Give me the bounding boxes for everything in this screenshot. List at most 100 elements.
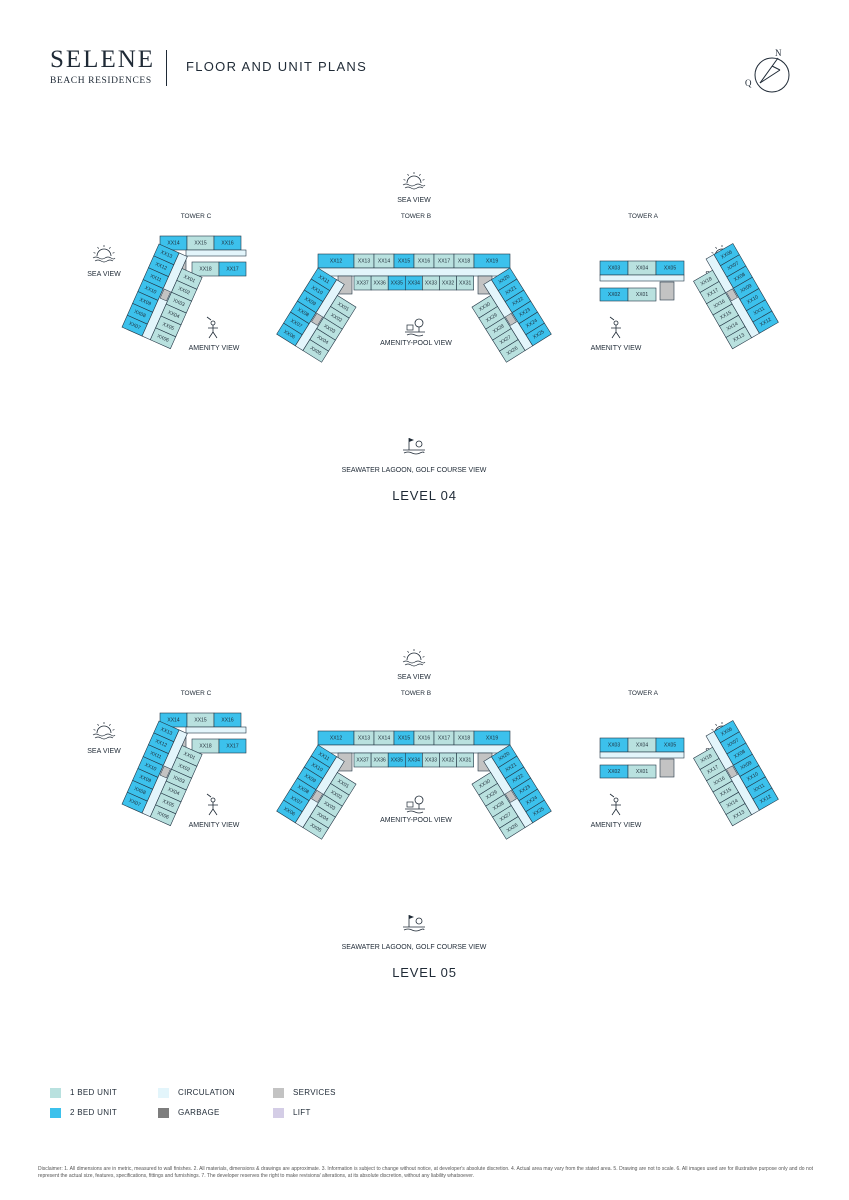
unit-label: XX09 xyxy=(303,773,317,785)
view-label: AMENITY VIEW xyxy=(189,345,240,352)
unit-label: XX03 xyxy=(323,323,337,335)
unit-label: XX16 xyxy=(221,240,233,246)
unit-label: XX04 xyxy=(167,310,181,321)
legend-label: 2 BED UNIT xyxy=(70,1108,118,1117)
unit-label: XX18 xyxy=(458,258,470,264)
unit-label: XX07 xyxy=(128,798,142,809)
unit-label: XX13 xyxy=(159,726,173,737)
unit-label: XX02 xyxy=(177,286,191,297)
wing: XX06XX07XX08XX09XX10XX11XX12XX18XX17XX16… xyxy=(693,243,779,350)
unit-label: XX14 xyxy=(378,258,390,264)
unit-label: XX04 xyxy=(636,265,648,271)
legend-swatch xyxy=(273,1108,284,1118)
unit-label: XX13 xyxy=(159,249,173,260)
unit-label: XX10 xyxy=(746,294,760,305)
unit-label: XX10 xyxy=(144,762,158,773)
unit-label: XX05 xyxy=(309,345,323,357)
unit-label: XX09 xyxy=(138,774,152,785)
unit-label: XX02 xyxy=(177,763,191,774)
unit-label: XX21 xyxy=(504,762,518,774)
services-core xyxy=(504,789,517,803)
unit-label: XX37 xyxy=(356,280,368,286)
unit xyxy=(456,275,475,291)
unit-label: XX04 xyxy=(316,334,330,346)
wave xyxy=(94,259,114,263)
tower-label: TOWER C xyxy=(181,690,212,697)
lagoon-icon xyxy=(403,438,425,455)
services-core xyxy=(659,281,675,301)
unit-label: XX10 xyxy=(746,771,760,782)
wing: XX11XX10XX09XX08XX07XX06XX01XX02XX03XX04… xyxy=(276,267,357,363)
head xyxy=(613,320,619,326)
unit-label: XX07 xyxy=(128,321,142,332)
sun-ray xyxy=(97,246,99,249)
water xyxy=(403,926,425,932)
head xyxy=(613,797,619,803)
unit-label: XX36 xyxy=(374,757,386,763)
unit-label: XX16 xyxy=(418,735,430,741)
sun-ray xyxy=(97,723,99,726)
unit-label: XX08 xyxy=(733,749,747,760)
amenity-icon xyxy=(609,316,621,339)
unit-label: XX12 xyxy=(154,738,168,749)
unit-label: XX11 xyxy=(149,750,162,760)
unit-label: XX23 xyxy=(518,307,532,319)
unit-label: XX27 xyxy=(499,334,513,346)
services-core xyxy=(311,789,324,803)
amenity-icon xyxy=(609,793,621,816)
head xyxy=(210,320,216,326)
unit-label: XX37 xyxy=(356,757,368,763)
legend-swatch xyxy=(50,1108,61,1118)
sun-ray xyxy=(422,179,425,181)
unit-label: XX20 xyxy=(498,274,512,286)
circulation xyxy=(317,744,511,754)
view-label: SEAWATER LAGOON, GOLF COURSE VIEW xyxy=(342,467,487,474)
lagoon-icon xyxy=(403,915,425,932)
circulation xyxy=(599,274,685,282)
unit xyxy=(499,816,526,840)
circulation xyxy=(185,726,247,734)
view-label: AMENITY-POOL VIEW xyxy=(380,340,452,347)
unit-label: XX16 xyxy=(713,298,727,309)
unit-label: XX08 xyxy=(133,309,147,320)
view-label: SEA VIEW xyxy=(397,674,431,681)
unit-label: XX07 xyxy=(726,737,740,748)
unit xyxy=(725,803,752,827)
unit-label: XX14 xyxy=(726,798,740,809)
unit-label: XX34 xyxy=(408,280,420,286)
unit-label: XX30 xyxy=(478,301,492,313)
head xyxy=(210,797,216,803)
tower-label: TOWER B xyxy=(401,690,431,697)
sun-arc xyxy=(406,175,422,184)
unit-label: XX09 xyxy=(138,297,152,308)
legend-label: LIFT xyxy=(293,1108,311,1117)
unit-label: XX11 xyxy=(753,306,766,317)
body xyxy=(206,793,218,816)
sun-ray xyxy=(419,650,421,653)
unit-label: XX35 xyxy=(391,757,403,763)
brand-subtitle: BEACH RESIDENCES xyxy=(50,76,152,86)
tree xyxy=(415,440,423,448)
unit xyxy=(499,339,526,363)
unit-label: XX24 xyxy=(525,795,539,807)
level-05-label: LEVEL 05 xyxy=(392,965,457,980)
services-core xyxy=(504,312,517,326)
body xyxy=(206,316,218,339)
unit-label: XX05 xyxy=(161,321,175,332)
unit-label: XX26 xyxy=(506,822,520,834)
wave xyxy=(94,736,114,740)
unit-label: XX11 xyxy=(317,274,330,285)
tree xyxy=(414,318,424,328)
services-core xyxy=(159,288,171,302)
flag xyxy=(409,915,414,919)
unit-label: XX17 xyxy=(438,735,450,741)
unit-label: XX12 xyxy=(330,258,342,264)
tower-label: TOWER A xyxy=(628,213,659,220)
unit-label: XX29 xyxy=(485,789,499,801)
wave xyxy=(92,256,116,260)
wave xyxy=(404,663,424,667)
legend-label: 1 BED UNIT xyxy=(70,1088,118,1097)
sea-view-icon xyxy=(92,245,116,263)
